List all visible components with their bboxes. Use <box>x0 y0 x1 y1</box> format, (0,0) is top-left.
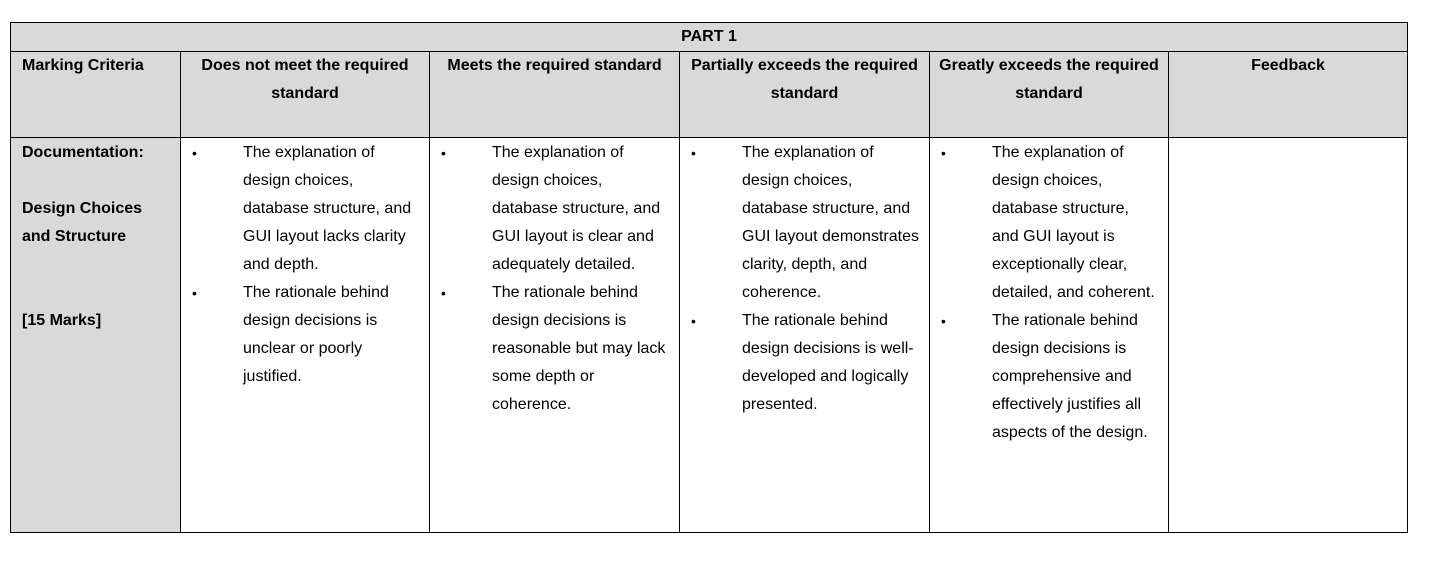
bullet-list: • The explanation of design choices, data… <box>680 138 929 419</box>
bullet-text: The rationale behind design decisions is… <box>243 284 389 385</box>
bullet-text: The rationale behind design decisions is… <box>742 312 914 413</box>
feedback-cell[interactable] <box>1168 137 1408 533</box>
list-item: • The explanation of design choices, data… <box>181 139 421 279</box>
spacer <box>22 167 174 195</box>
bullet-text: The rationale behind design decisions is… <box>992 312 1148 441</box>
bullet-icon: • <box>441 145 446 161</box>
part-title: PART 1 <box>10 22 1408 52</box>
bullet-text: The explanation of design choices, datab… <box>492 144 661 273</box>
level-cell-greatly-exceeds: • The explanation of design choices, data… <box>929 137 1169 533</box>
bullet-icon: • <box>691 145 696 161</box>
criterion-cell: Documentation: Design Choices and Struct… <box>10 137 181 533</box>
bullet-list: • The explanation of design choices, data… <box>181 138 429 391</box>
bullet-icon: • <box>941 313 946 329</box>
marking-criteria-header: Marking Criteria <box>10 51 181 138</box>
criterion-row: Documentation: Design Choices and Struct… <box>10 137 1408 533</box>
bullet-icon: • <box>441 285 446 301</box>
level-header-greatly-exceeds: Greatly exceeds the required standard <box>929 51 1169 138</box>
list-item: • The rationale behind design decisions i… <box>181 279 421 391</box>
bullet-text: The explanation of design choices, datab… <box>992 144 1155 301</box>
level-cell-partially-exceeds: • The explanation of design choices, data… <box>679 137 930 533</box>
criterion-name-line2: and Structure <box>22 228 127 245</box>
level-cell-meets: • The explanation of design choices, data… <box>429 137 680 533</box>
list-item: • The explanation of design choices, data… <box>680 139 921 307</box>
level-header-meets: Meets the required standard <box>429 51 680 138</box>
list-item: • The rationale behind design decisions i… <box>930 307 1160 447</box>
level-header-does-not-meet: Does not meet the required standard <box>180 51 430 138</box>
criterion-marks: [15 Marks] <box>22 312 102 329</box>
criterion-category: Documentation: <box>22 144 144 161</box>
bullet-text: The explanation of design choices, datab… <box>742 144 919 301</box>
bullet-list: • The explanation of design choices, data… <box>930 138 1168 447</box>
rubric-table: PART 1 Marking Criteria Does not meet th… <box>10 22 1408 533</box>
bullet-text: The rationale behind design decisions is… <box>492 284 666 413</box>
criterion-name-line1: Design Choices <box>22 200 143 217</box>
list-item: • The explanation of design choices, data… <box>930 139 1160 307</box>
bullet-icon: • <box>192 285 197 301</box>
feedback-header: Feedback <box>1168 51 1408 138</box>
level-cell-does-not-meet: • The explanation of design choices, data… <box>180 137 430 533</box>
bullet-list: • The explanation of design choices, data… <box>430 138 679 419</box>
level-header-partially-exceeds: Partially exceeds the required standard <box>679 51 930 138</box>
bullet-icon: • <box>192 145 197 161</box>
bullet-text: The explanation of design choices, datab… <box>243 144 412 273</box>
list-item: • The rationale behind design decisions i… <box>680 307 921 419</box>
header-row: Marking Criteria Does not meet the requi… <box>10 51 1408 138</box>
spacer <box>22 251 174 307</box>
list-item: • The rationale behind design decisions i… <box>430 279 671 419</box>
part-title-row: PART 1 <box>10 22 1408 52</box>
list-item: • The explanation of design choices, data… <box>430 139 671 279</box>
bullet-icon: • <box>941 145 946 161</box>
bullet-icon: • <box>691 313 696 329</box>
